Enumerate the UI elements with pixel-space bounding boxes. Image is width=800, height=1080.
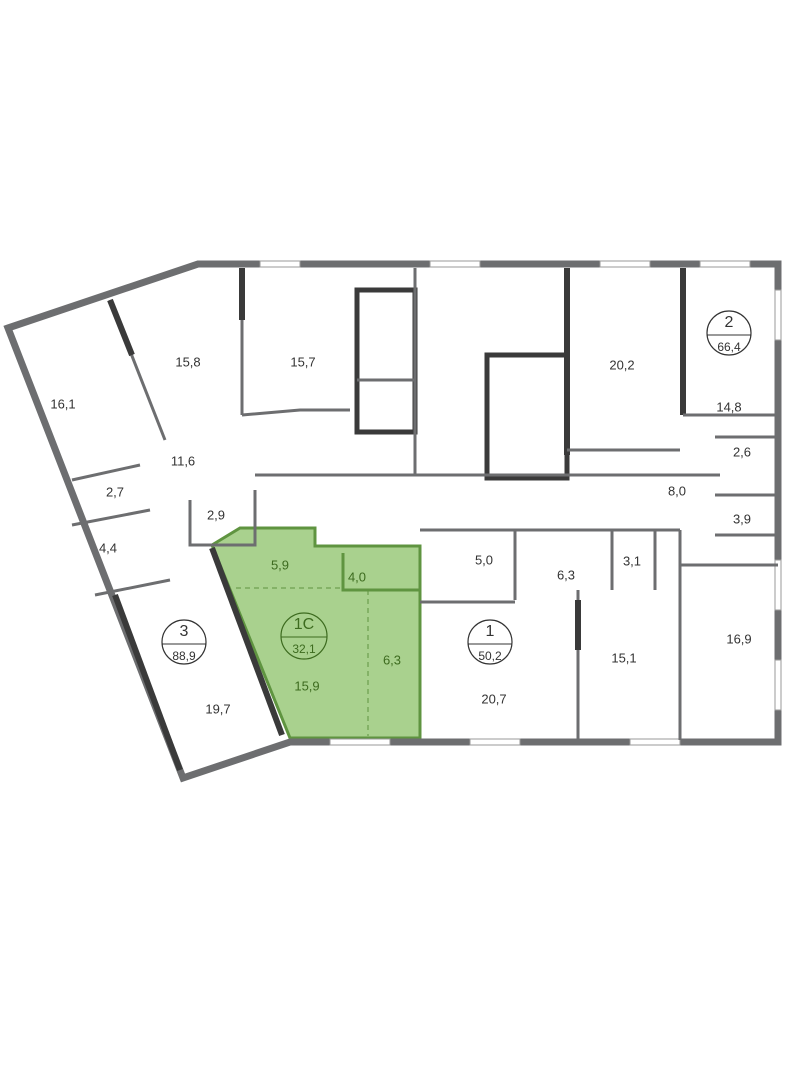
room-area: 5,9 <box>271 557 289 572</box>
room-area: 4,0 <box>348 569 366 584</box>
room-area: 11,6 <box>171 453 195 468</box>
room-area: 15,8 <box>175 354 200 369</box>
room-area: 20,2 <box>609 357 634 372</box>
windows <box>259 260 782 746</box>
apartment-3-marker[interactable]: 3 88,9 <box>161 619 207 665</box>
apartment-number: 3 <box>180 623 189 640</box>
room-area: 16,9 <box>726 631 751 646</box>
room-area: 15,7 <box>290 354 315 369</box>
bathroom-wall <box>341 553 420 592</box>
apartment-number: 1С <box>294 616 314 633</box>
apartment-area: 32,1 <box>292 642 316 656</box>
outer-wall <box>3 260 782 783</box>
room-area: 3,9 <box>733 511 751 526</box>
room-area: 15,1 <box>611 650 636 665</box>
room-area: 2,7 <box>106 484 124 499</box>
room-area: 20,7 <box>481 691 506 706</box>
apartment-2-marker[interactable]: 2 66,4 <box>706 310 752 356</box>
room-area: 2,6 <box>733 444 751 459</box>
room-area: 8,0 <box>668 483 686 498</box>
room-area: 16,1 <box>50 396 75 411</box>
elevator-shaft <box>354 287 418 435</box>
apartment-1c-area[interactable] <box>210 526 422 740</box>
room-area: 6,3 <box>557 567 575 582</box>
apartment-number: 1 <box>486 623 495 640</box>
room-area: 6,3 <box>383 652 401 667</box>
apartment-area: 88,9 <box>172 649 196 663</box>
interior-walls <box>71 268 780 772</box>
room-labels: 16,1 15,8 15,7 20,2 14,8 11,6 2,7 2,6 8,… <box>50 354 751 716</box>
room-area: 3,1 <box>623 553 641 568</box>
room-area: 15,9 <box>294 678 319 693</box>
room-area: 5,0 <box>475 552 493 567</box>
room-area: 14,8 <box>716 399 741 414</box>
apartment-area: 66,4 <box>717 340 741 354</box>
stairwell <box>484 352 570 481</box>
room-area: 19,7 <box>205 701 230 716</box>
apartment-number: 2 <box>725 314 734 331</box>
room-area: 2,9 <box>207 507 225 522</box>
apartment-1-marker[interactable]: 1 50,2 <box>467 619 513 665</box>
apartment-area: 50,2 <box>478 649 502 663</box>
room-area: 4,4 <box>99 540 117 555</box>
apartment-1c-marker[interactable]: 1С 32,1 <box>280 612 328 660</box>
